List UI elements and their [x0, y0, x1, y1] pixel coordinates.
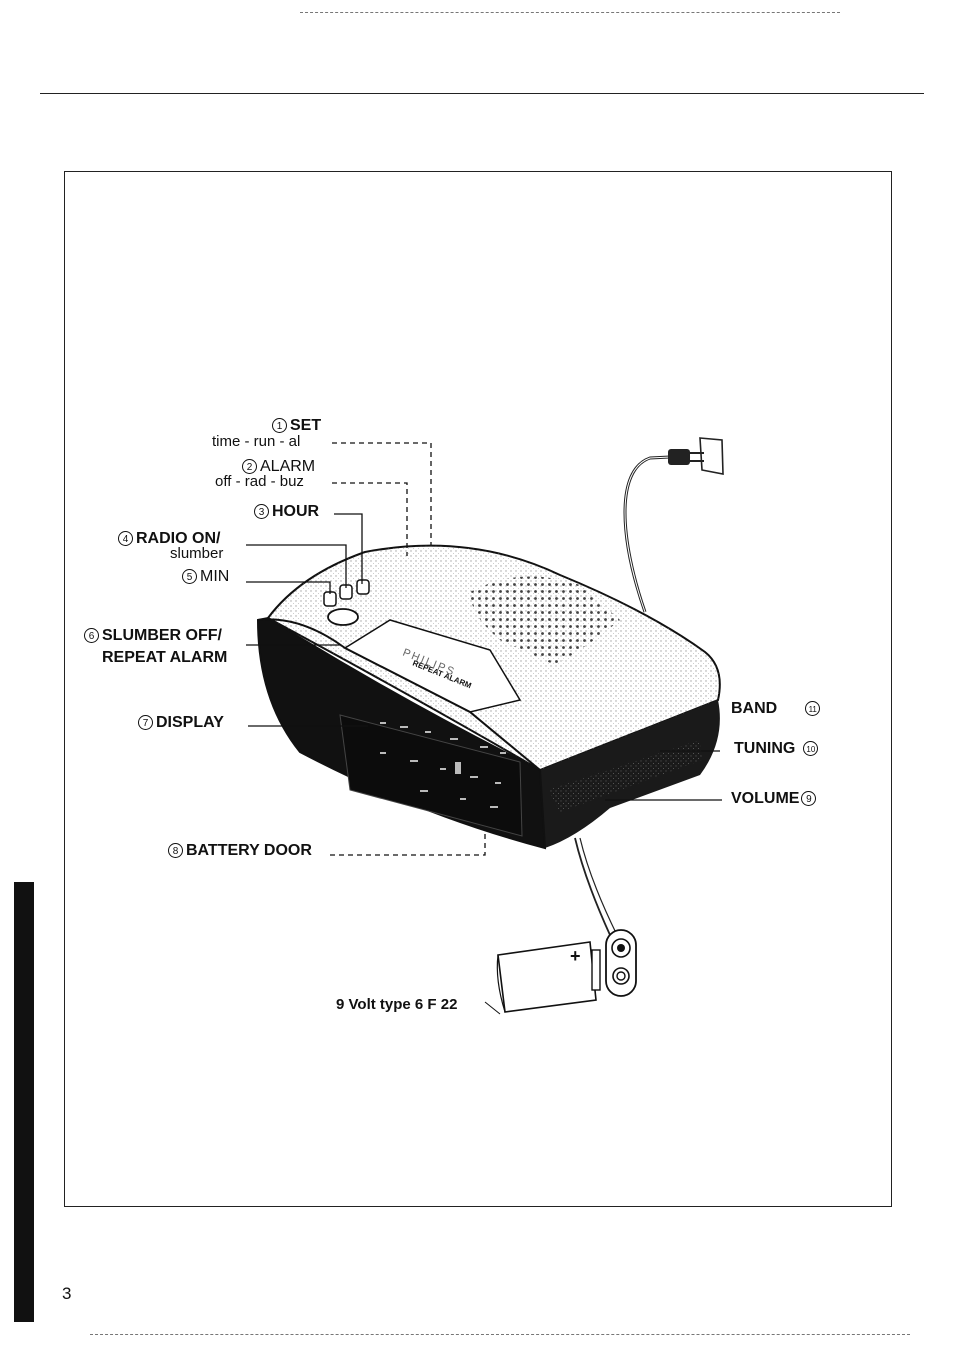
- callout-number-7: 7: [138, 715, 153, 730]
- header-rule: [40, 93, 924, 94]
- band-title: BAND: [731, 700, 778, 717]
- label-set-sub: time - run - al: [212, 433, 301, 450]
- label-band: BAND 11: [731, 700, 823, 718]
- callout-number-1: 1: [272, 418, 287, 433]
- battery-polarity: +: [570, 946, 581, 966]
- battery-caption: 9 Volt type 6 F 22: [336, 996, 458, 1013]
- callout-number-11: 11: [805, 701, 821, 716]
- label-tuning: TUNING 10: [734, 740, 821, 758]
- battery-9v: +: [496, 941, 601, 1013]
- callout-number-10: 10: [803, 741, 819, 756]
- callout-number-9: 9: [801, 791, 817, 806]
- label-radio-sub: slumber: [170, 545, 224, 562]
- callout-number-8: 8: [168, 843, 183, 858]
- scan-artifact-top: [300, 12, 840, 13]
- tuning-title: TUNING: [734, 740, 796, 757]
- radio-title: RADIO ON/: [136, 530, 221, 547]
- page-number: 3: [62, 1284, 72, 1303]
- figure-frame: [64, 171, 892, 1207]
- display-title: DISPLAY: [156, 714, 224, 731]
- callout-number-3: 3: [254, 504, 269, 519]
- battery-snap: [605, 929, 637, 997]
- scan-artifact-bottom: [90, 1334, 910, 1335]
- volume-title: VOLUME: [731, 790, 800, 807]
- callout-number-2: 2: [242, 459, 257, 474]
- label-slumber-sub: REPEAT ALARM: [102, 649, 228, 666]
- callout-number-4: 4: [118, 531, 133, 546]
- binder-edge: [14, 882, 34, 1322]
- callout-number-5: 5: [182, 569, 197, 584]
- hour-title: HOUR: [272, 503, 320, 520]
- slumber-title: SLUMBER OFF/: [102, 627, 222, 644]
- clock-body: [256, 544, 721, 850]
- callout-number-6: 6: [84, 628, 99, 643]
- leader-lines: [246, 442, 722, 856]
- alarm-title: ALARM: [260, 458, 316, 475]
- label-alarm-sub: off - rad - buz: [215, 473, 304, 490]
- min-title: MIN: [200, 568, 230, 585]
- set-title: SET: [290, 417, 322, 434]
- battery-door-title: BATTERY DOOR: [186, 842, 312, 859]
- power-cord: [623, 437, 724, 613]
